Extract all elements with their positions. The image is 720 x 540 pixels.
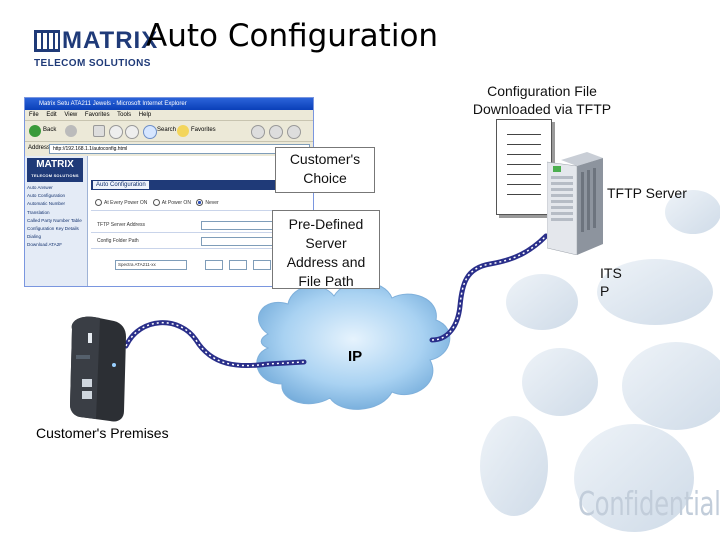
bubble [574, 424, 694, 532]
mail-icon [269, 125, 283, 139]
customers-premises-label: Customer's Premises [36, 425, 169, 441]
browser-page: MATRIX TELECOM SOLUTIONS Auto Answer Aut… [25, 156, 313, 286]
radio-label: At Power ON [161, 200, 191, 206]
bubble [622, 342, 720, 430]
back-icon [29, 125, 41, 137]
small-field [229, 260, 247, 270]
side-menu-item: Automatic Number Translation [27, 201, 66, 215]
doc-line [507, 134, 541, 135]
page-logo-word: MATRIX [36, 159, 74, 170]
browser-screenshot: Matrix Setu ATA211 Jewels - Microsoft In… [24, 97, 314, 287]
address-label: Address [28, 145, 51, 151]
home-icon [125, 125, 139, 139]
page-tab: Auto Configuration [93, 181, 149, 189]
ata-device-icon [70, 316, 126, 422]
logo-mark: MATRIX [34, 28, 157, 54]
callout-text: Pre-Defined Server Address and File Path [286, 216, 366, 289]
config-file-caption: Configuration File Downloaded via TFTP [472, 83, 612, 117]
field-label: TFTP Server Address [97, 222, 145, 228]
browser-addressbar: Address http://192.168.1.1/autoconfig.ht… [25, 142, 313, 154]
side-menu-item: Called Party Number Table [27, 217, 82, 223]
doc-line [507, 164, 541, 165]
browser-toolbar: Back Search Favorites [25, 120, 313, 142]
radio-icon [95, 199, 102, 207]
search-label: Search [157, 127, 177, 133]
radio-row: At Every Power ON At Power ON Never [91, 196, 311, 211]
server-icon [547, 152, 603, 255]
radio-label: At Every Power ON [104, 200, 148, 206]
side-menu-item: Auto Answer [27, 185, 53, 190]
ip-label: IP [348, 348, 363, 365]
forward-icon [65, 125, 77, 137]
radio-label: Never [205, 200, 219, 206]
page-logo-sub: TELECOM SOLUTIONS [31, 173, 79, 178]
favorites-label: Favorites [191, 127, 216, 133]
search-icon [143, 125, 157, 139]
page-side-menu: Auto Answer Auto Configuration Automatic… [27, 184, 85, 250]
logo-stripes-icon [34, 30, 60, 52]
bubble [665, 190, 720, 234]
select-field: Spectra ATA211-xx [115, 260, 187, 270]
document-icon [496, 119, 552, 215]
confidential-watermark: Confidential [578, 484, 720, 523]
favorites-icon [177, 125, 189, 137]
page-header-bar: Auto Configuration [91, 180, 311, 190]
page-logo: MATRIX TELECOM SOLUTIONS [27, 158, 83, 182]
page-grid: Spectra ATA211-xx [115, 254, 311, 276]
stop-icon [93, 125, 105, 137]
page-sidebar: MATRIX TELECOM SOLUTIONS Auto Answer Aut… [25, 156, 88, 286]
address-field: http://192.168.1.1/autoconfig.html [49, 144, 310, 154]
doc-line [507, 194, 541, 195]
doc-line [507, 174, 541, 175]
callout-predefined: Pre-Defined Server Address and File Path [272, 210, 380, 289]
back-label: Back [43, 127, 57, 133]
matrix-logo: MATRIX TELECOM SOLUTIONS [34, 28, 157, 72]
itsp-label: ITS P [600, 265, 622, 299]
bubble [480, 416, 548, 516]
print-icon [287, 125, 301, 139]
browser-titlebar: Matrix Setu ATA211 Jewels - Microsoft In… [25, 98, 313, 110]
side-menu-item: Dialing [27, 234, 42, 240]
watermark-bubbles [480, 190, 720, 532]
bubble [597, 259, 713, 325]
callout-text: Customer's Choice [289, 151, 361, 186]
callout-customers-choice: Customer's Choice [275, 147, 375, 193]
side-menu-item: Configuration Key Details [27, 226, 79, 232]
history-icon [251, 125, 265, 139]
radio-icon [152, 199, 160, 207]
doc-line [507, 184, 541, 185]
bubble [522, 348, 598, 416]
refresh-icon [109, 125, 123, 139]
doc-line [507, 154, 541, 155]
radio-icon-selected [196, 199, 204, 207]
small-field [253, 260, 271, 270]
page-title: Auto Configuration [146, 18, 439, 54]
doc-line [507, 144, 541, 145]
logo-word: MATRIX [62, 27, 159, 54]
small-field [205, 260, 223, 270]
side-menu-item: Auto Configuration [27, 193, 66, 199]
tftp-server-label: TFTP Server [607, 185, 687, 201]
browser-menubar: File Edit View Favorites Tools Help [29, 112, 152, 118]
field-label: Config Folder Path [97, 238, 139, 244]
side-menu-item: Download ATA2F [27, 242, 63, 248]
cloud-icon [256, 281, 451, 410]
bubble [506, 274, 578, 330]
logo-subtitle: TELECOM SOLUTIONS [34, 58, 151, 69]
